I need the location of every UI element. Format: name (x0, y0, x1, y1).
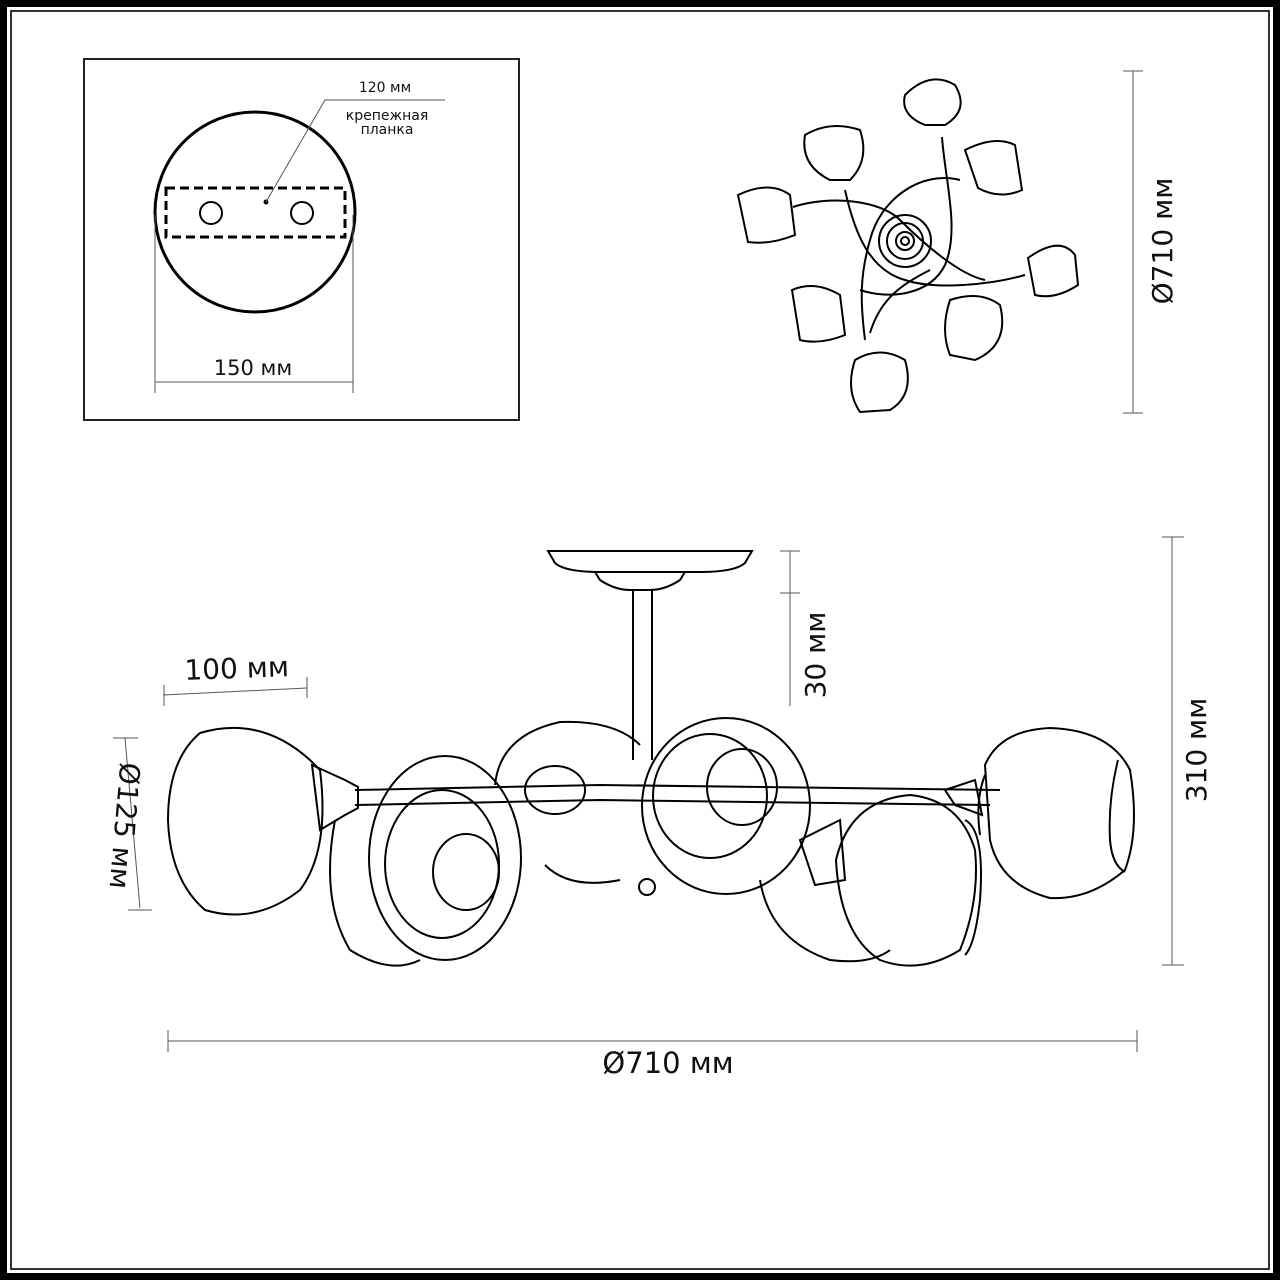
shade-front-left (368, 755, 522, 961)
bracket-length-label: 120 мм (359, 80, 411, 96)
shade-right-lower (834, 793, 977, 967)
side-view-dimensions (113, 536, 1184, 1052)
canopy (546, 550, 754, 573)
total-diameter-label: Ø710 мм (602, 1046, 733, 1080)
mounting-bracket (164, 186, 347, 239)
inner-frame (10, 10, 1270, 1270)
shade-depth-label: 100 мм (184, 650, 290, 687)
side-view (166, 550, 1135, 967)
bracket-label-line2: планка (361, 122, 414, 138)
mount-plate-panel: 120 мм крепежная планка 150 мм (83, 58, 520, 421)
screw-hole-left (199, 201, 223, 225)
top-view (736, 70, 1143, 414)
bracket-label-line1: крепежная (346, 108, 429, 124)
top-view-diameter-label: Ø710 мм (1146, 178, 1179, 305)
screw-hole-right (290, 201, 314, 225)
top-shade (736, 78, 1080, 414)
shade-front-right (641, 717, 811, 895)
total-height-label: 310 мм (1180, 698, 1213, 803)
plate-diameter-label: 150 мм (214, 356, 292, 380)
shade-left (166, 726, 324, 916)
canopy-plate-circle (153, 110, 357, 314)
shade-diameter-label: Ø125 мм (103, 761, 147, 890)
shade-right (983, 726, 1135, 900)
canopy-height-label: 30 мм (799, 612, 832, 699)
